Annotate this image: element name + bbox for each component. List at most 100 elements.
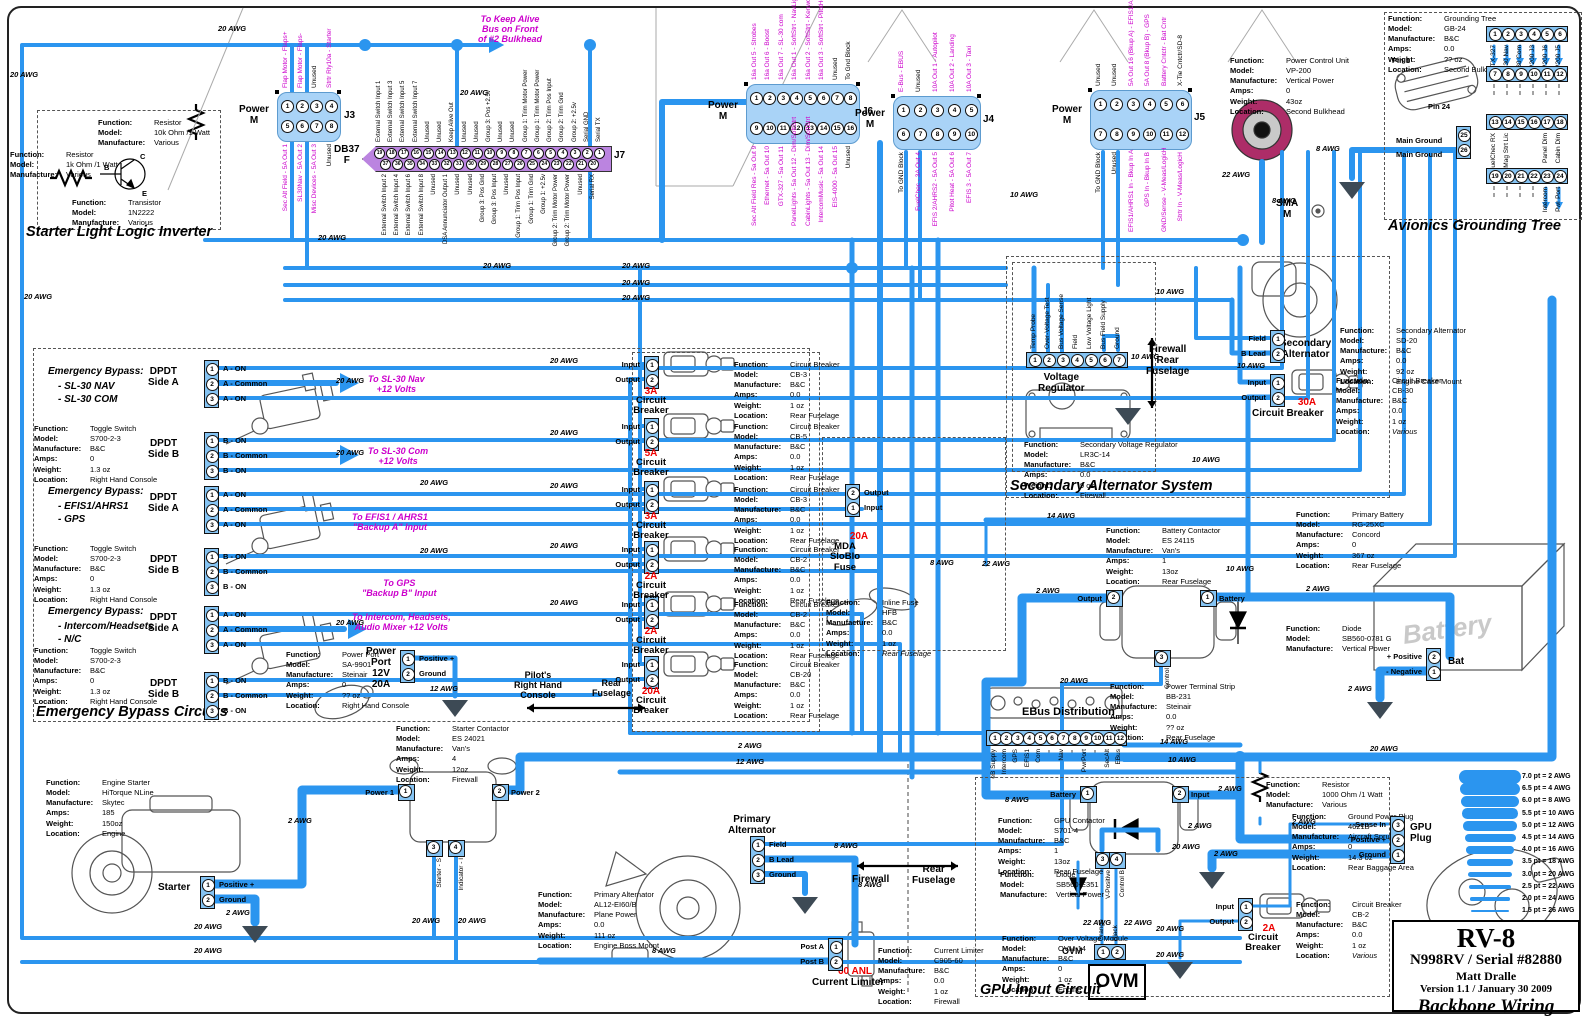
- rotated-label: Indicator - I: [458, 858, 465, 891]
- pin-label: + Positive: [1386, 652, 1422, 661]
- breaker-caption: Circuit Breaker: [633, 635, 669, 657]
- terminal-title: DPDT Side B: [148, 678, 180, 700]
- pin-label: Post A: [800, 942, 824, 951]
- breaker-caption: Circuit Breaker: [633, 457, 669, 479]
- breaker-caption: Circuit Breaker: [633, 580, 669, 602]
- terminal-pin: 10: [1527, 68, 1541, 81]
- terminal-pin: 2: [401, 668, 415, 681]
- db37-pin: 21: [575, 158, 587, 170]
- flow-arrow: [348, 619, 367, 639]
- label: 20 AWG: [336, 618, 365, 627]
- terminal-pin: 3: [1391, 819, 1405, 832]
- rotated-label: Sec Alt Field - 5A Out 1: [282, 144, 289, 212]
- terminal-pin: 1: [1488, 28, 1502, 41]
- terminal-pin: 1: [645, 599, 659, 612]
- rotated-label: Field: [1071, 334, 1079, 349]
- wire: [760, 855, 859, 948]
- terminal-pin: 2: [1239, 916, 1253, 929]
- wire: [1229, 297, 1273, 356]
- label: 20 AWG: [420, 478, 449, 487]
- breaker-caption: Circuit Breaker: [633, 395, 669, 417]
- secondary-alt-box: [1006, 256, 1390, 498]
- rotated-label: Pitot Heat - 5A Out 6: [949, 152, 956, 212]
- label: 2 AWG: [1036, 586, 1060, 595]
- secondary-alternator-label: Secondary Alternator: [1280, 338, 1332, 360]
- rotated-label: 16a Out 2 - SoftStrt - Kenwood: [804, 0, 812, 80]
- terminal-pin: 1: [1201, 591, 1214, 604]
- connector-pin: 10: [965, 128, 978, 141]
- pin-label: Input: [1247, 378, 1266, 387]
- terminal-pin: 2: [201, 894, 215, 907]
- db37-pin: 3: [569, 147, 581, 159]
- connector-pin: 6: [897, 128, 910, 141]
- label: Current Limiter: [812, 977, 885, 988]
- rotated-label: Control: [1164, 668, 1171, 689]
- connector-pin: 3: [931, 104, 944, 117]
- label: 20 AWG: [336, 448, 365, 457]
- rotated-label: 5A Out 8 (Bkup B) - GPS: [1144, 14, 1152, 86]
- voltage-regulator-label: Voltage Regulator: [1038, 372, 1085, 394]
- db37-pin: 9: [496, 147, 508, 159]
- pin-label: A - ON: [223, 490, 247, 499]
- terminal-title: DPDT Side A: [148, 492, 179, 514]
- pin-label: Output: [615, 375, 640, 384]
- db37-pin: 25: [526, 158, 538, 170]
- wire: [1194, 266, 1272, 340]
- rotated-label: 5A Out 16 (Bkup A) - EFIS1/AHRS1: [1127, 0, 1135, 86]
- label: 8 AWG: [834, 841, 858, 850]
- legend-label: 3.0 pt = 20 AWG: [1522, 870, 1575, 878]
- wire-junction: [359, 39, 371, 51]
- rotated-label: Group 3: Pos Input: [492, 174, 498, 225]
- terminal-pin: 1: [401, 653, 415, 666]
- wire: [1060, 656, 1163, 735]
- pin-label: Output: [615, 437, 640, 446]
- connector-title: Power M: [239, 104, 270, 126]
- rotated-label: SL30Nav - 5A Out 2: [296, 144, 304, 202]
- version: Version 1.1 / January 30 2009: [1419, 984, 1553, 995]
- wire: [1211, 592, 1455, 661]
- connector-title: Power M: [1052, 104, 1083, 126]
- rotated-label: Com: [1035, 749, 1043, 763]
- rotated-label: Group 2: +2.5v: [571, 102, 578, 142]
- rotated-label: Group 1: Trim Motor Power: [534, 69, 541, 142]
- sma-label: SMA M: [1276, 198, 1299, 220]
- label: 8 AWG: [1005, 795, 1029, 804]
- rotated-label: E-Bus - EBUS: [898, 50, 905, 92]
- connector-pin: 4: [790, 92, 804, 105]
- connector-pin: 6: [295, 120, 309, 133]
- rotated-label: Flap Motor - Flaps-: [296, 33, 304, 88]
- wire-junction: [846, 262, 858, 274]
- label: 20 AWG: [318, 233, 347, 242]
- rotated-label: Unused: [467, 174, 474, 195]
- rotated-label: Unused: [455, 174, 462, 195]
- label: 10 AWG: [1156, 287, 1185, 296]
- terminal-pin: 12: [1553, 68, 1567, 81]
- rotated-label: Serial GND: [583, 111, 590, 142]
- rotated-label: Bus Voltage Sense: [1057, 294, 1065, 349]
- wire-junction: [1237, 234, 1249, 246]
- mda-fuse-drawing: [826, 587, 918, 626]
- db37-pin: 16: [410, 147, 422, 159]
- rotated-label: Group 2: Trim Motor Power: [565, 174, 572, 247]
- label: 60 ANL: [837, 966, 873, 977]
- terminal-pin: 2: [1391, 834, 1405, 847]
- rotated-label: External Switch Input 6: [406, 174, 413, 236]
- terminal-pin: 1: [205, 363, 219, 376]
- rotated-label: 10A Out 3 - Taxi: [966, 45, 973, 92]
- terminal-pin: 1: [205, 489, 219, 502]
- pin-label: Field: [1248, 334, 1266, 343]
- aircraft-model: RV-8: [1456, 923, 1516, 953]
- bypass3-header: Emergency Bypass:: [48, 606, 144, 617]
- pin-label: Ground: [219, 895, 247, 904]
- terminal-pin: 1: [1081, 787, 1094, 800]
- flow-arrow: [1542, 202, 1550, 210]
- pin-label: A - ON: [223, 364, 247, 373]
- ground-arrow: [1339, 182, 1365, 199]
- db37-pin: 22: [563, 158, 575, 170]
- terminal-pin: 3: [1514, 28, 1528, 41]
- pin-label: Input: [1191, 790, 1210, 799]
